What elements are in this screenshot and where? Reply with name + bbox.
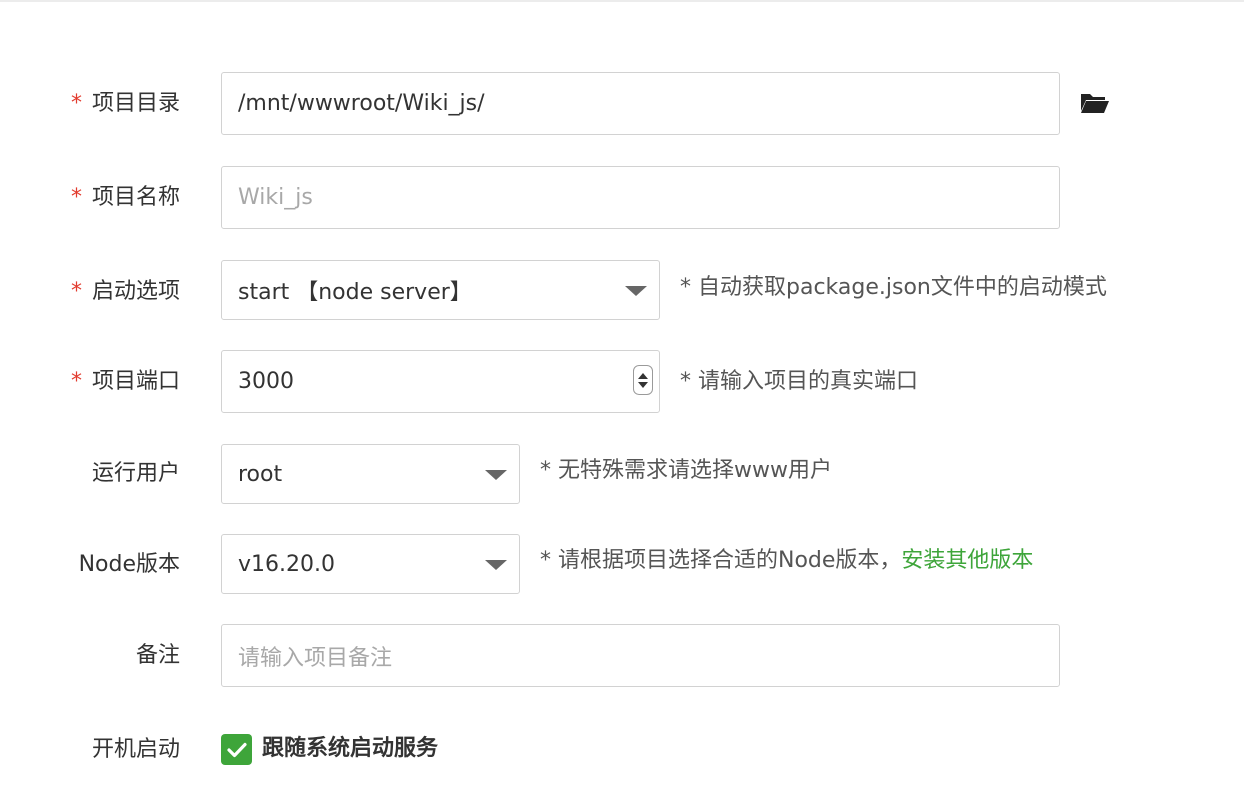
- install-other-version-link[interactable]: 安装其他版本: [901, 548, 1034, 573]
- node-version-select[interactable]: v16.20.0: [221, 534, 520, 594]
- run-user-hint: * 无特殊需求请选择www用户: [540, 458, 832, 483]
- start-option-hint: * 自动获取package.json文件中的启动模式: [680, 275, 1107, 300]
- run-user-label: 运行用户: [91, 461, 180, 486]
- start-option-value: start 【node server】: [238, 280, 472, 305]
- project-port-label: *项目端口: [70, 369, 180, 394]
- project-dir-input[interactable]: /mnt/wwwroot/Wiki_js/: [221, 72, 1060, 135]
- folder-open-icon[interactable]: [1080, 91, 1110, 115]
- autostart-label: 开机启动: [91, 737, 180, 762]
- start-option-select[interactable]: start 【node server】: [221, 260, 660, 320]
- chevron-down-icon: [485, 470, 507, 480]
- stepper-down-icon[interactable]: [638, 381, 648, 388]
- required-mark: *: [70, 185, 82, 210]
- project-dir-label: *项目目录: [70, 91, 180, 116]
- checkmark-icon: [226, 742, 247, 757]
- number-stepper[interactable]: [633, 365, 653, 395]
- node-version-value: v16.20.0: [238, 551, 335, 577]
- autostart-checkbox-label[interactable]: 跟随系统启动服务: [262, 736, 439, 761]
- required-mark: *: [70, 91, 82, 116]
- required-mark: *: [70, 369, 82, 394]
- project-port-input[interactable]: 3000: [221, 350, 660, 413]
- chevron-down-icon: [485, 560, 507, 570]
- chevron-down-icon: [625, 286, 647, 296]
- remark-label: 备注: [135, 643, 180, 668]
- start-option-label: *启动选项: [70, 279, 180, 304]
- top-divider: [0, 0, 1244, 2]
- run-user-value: root: [238, 461, 283, 487]
- node-version-label: Node版本: [78, 552, 180, 577]
- project-name-label: *项目名称: [70, 185, 180, 210]
- run-user-select[interactable]: root: [221, 444, 520, 504]
- project-name-input[interactable]: Wiki_js: [221, 166, 1060, 229]
- autostart-checkbox[interactable]: [221, 734, 252, 765]
- remark-input[interactable]: 请输入项目备注: [221, 624, 1060, 687]
- project-port-hint: * 请输入项目的真实端口: [680, 369, 918, 394]
- node-version-hint: * 请根据项目选择合适的Node版本，安装其他版本: [540, 548, 1034, 573]
- required-mark: *: [70, 279, 82, 304]
- stepper-up-icon[interactable]: [638, 372, 648, 379]
- project-port-value: 3000: [238, 369, 294, 394]
